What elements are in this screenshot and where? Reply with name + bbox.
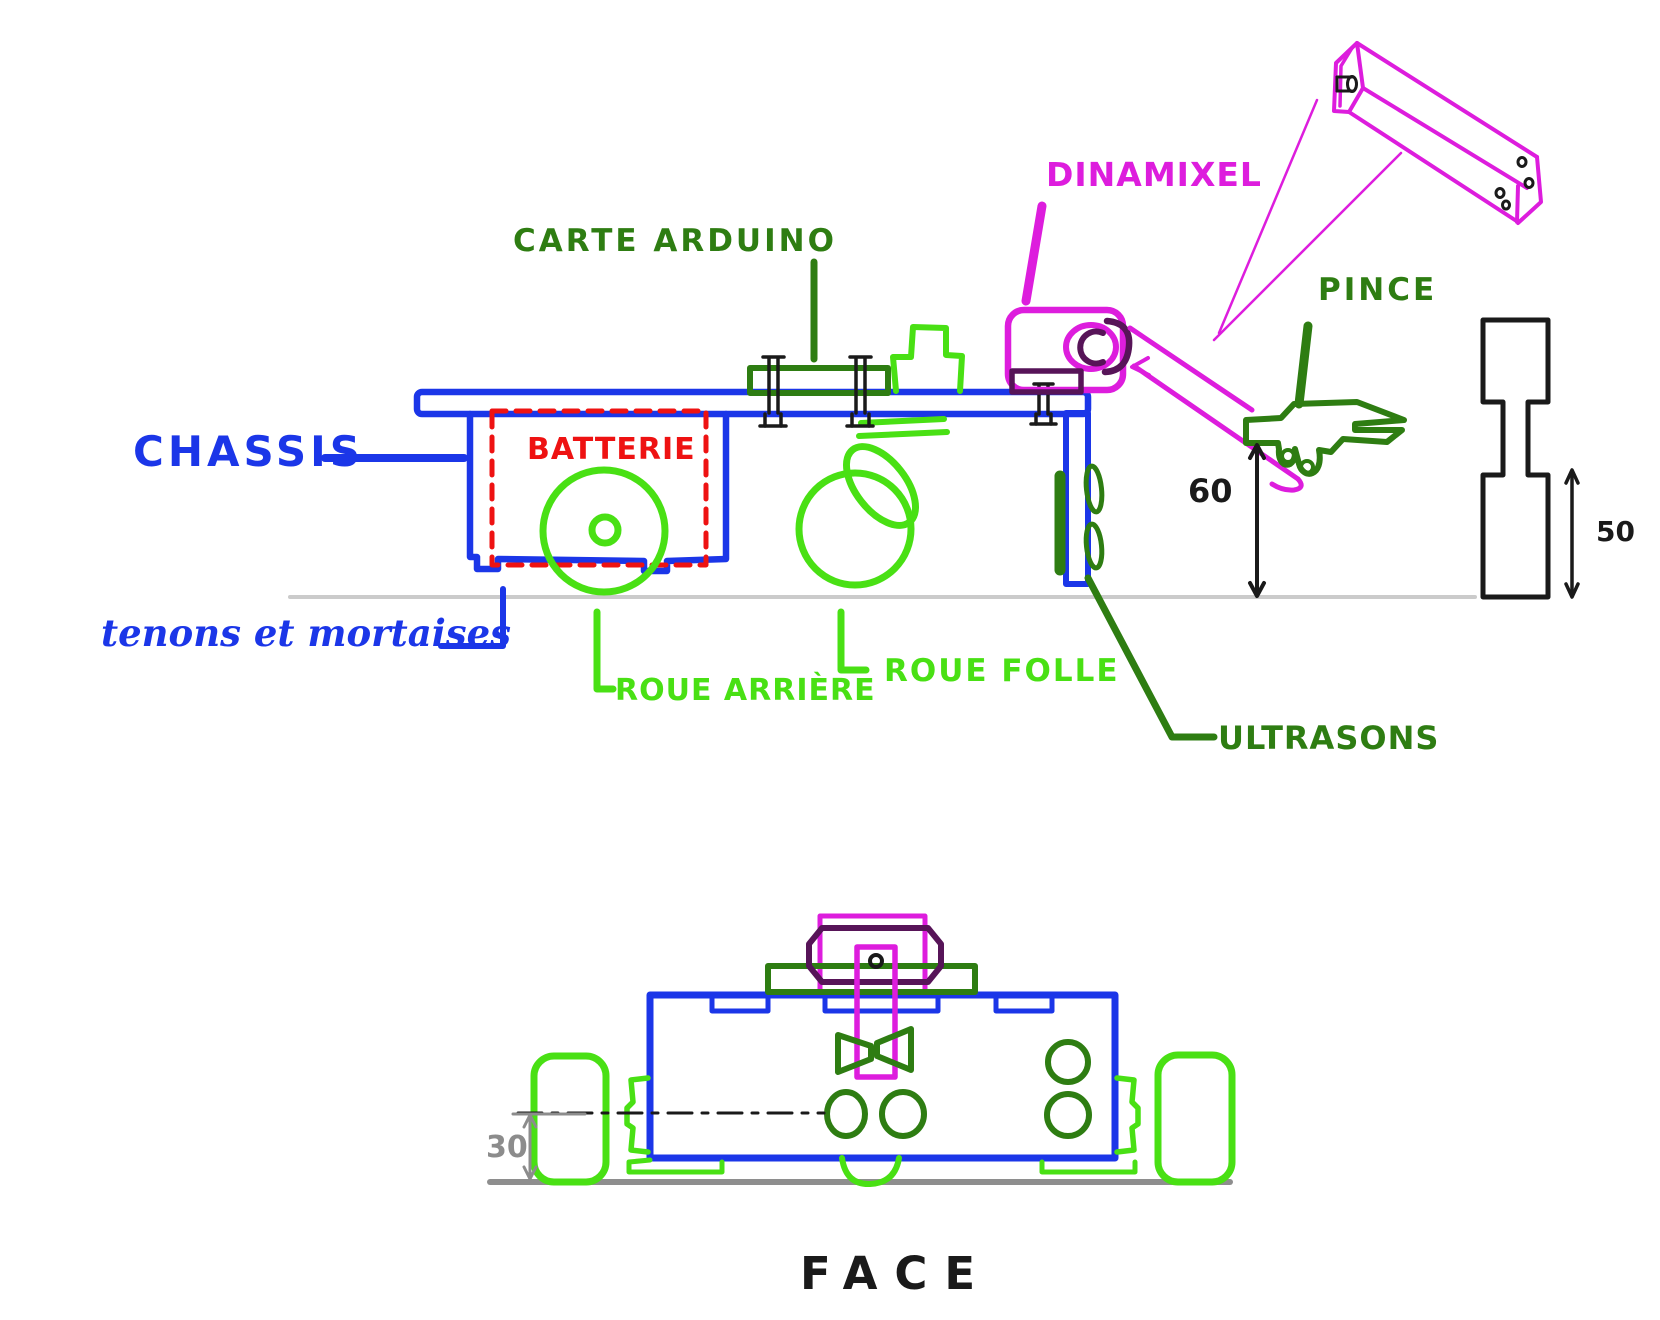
gripper-pivot-2 [1299, 459, 1315, 475]
label-tenons-mortaises: tenons et mortaises [101, 611, 511, 655]
arduino-board [747, 365, 891, 396]
face-transducer-1 [824, 1089, 868, 1139]
detail-callout-line-right [1212, 151, 1403, 342]
face-right-tire [1154, 1051, 1236, 1186]
dimension-50-value: 50 [1596, 515, 1635, 548]
face-transducer-2 [879, 1089, 927, 1139]
servo-bracket [1009, 368, 1084, 395]
face-caster-wheel [839, 1155, 902, 1188]
face-mortise-right [993, 995, 1055, 1014]
servo-horn-cup [1101, 317, 1133, 376]
dynamixel-servo [1004, 306, 1133, 395]
caster-fork [843, 443, 919, 529]
face-left-hub [624, 1075, 651, 1155]
face-servo-shaft [868, 953, 884, 969]
gripper-pivot-1 [1280, 448, 1296, 464]
gripper [1243, 399, 1407, 477]
beam-mid-edge [1361, 86, 1529, 190]
face-gripper-jaw-left [835, 1032, 874, 1075]
battery-label: BATTERIE [527, 432, 696, 467]
dimension-50: 50 [1564, 468, 1635, 599]
target-object [1480, 317, 1551, 600]
face-view-title: FACE [800, 1247, 992, 1300]
screw-set-arduino-right [845, 355, 875, 428]
servo-horn-ring [1063, 322, 1119, 372]
screw-set-arduino-left [758, 355, 788, 428]
ultrasonic-transducer-top [1083, 463, 1105, 515]
label-roue-folle: ROUE FOLLE [884, 653, 1120, 689]
face-gripper-jaw-right [874, 1026, 914, 1073]
face-left-tire [530, 1052, 610, 1186]
dimension-30: 30 [486, 1112, 587, 1181]
face-left-skid [626, 1157, 725, 1175]
face-transducer-4 [1045, 1039, 1091, 1085]
servo-arm [1127, 325, 1304, 493]
caster-wheel [795, 324, 965, 589]
dimension-60: 60 [1188, 443, 1266, 598]
beam-detail [1332, 41, 1543, 225]
caster-stem [890, 324, 965, 394]
beam-holes [1494, 156, 1535, 211]
face-mortise-center [822, 995, 941, 1014]
ultrasonic-transducer-bottom [1083, 521, 1105, 571]
beam-axle-cylinder [1335, 75, 1358, 93]
rear-wheel-tire [539, 466, 669, 596]
face-right-hub [1114, 1075, 1141, 1155]
beam-near-face [1332, 41, 1365, 114]
tenons-pointer-line [438, 586, 506, 649]
servo-arm-arrowhead [1130, 356, 1151, 377]
beam-top-edge [1355, 41, 1539, 159]
label-ultrasons: ULTRASONS [1218, 719, 1439, 757]
face-right-skid [1039, 1159, 1138, 1175]
roue-folle-pointer-line [837, 608, 870, 674]
face-view: 30 FACE [486, 913, 1236, 1300]
rear-wheel [539, 466, 669, 596]
detail-callout-line-left [1217, 98, 1319, 335]
dinamixel-pointer-line [1021, 201, 1047, 306]
side-view: BATTERIE [101, 41, 1635, 757]
gripper-outline [1243, 399, 1407, 477]
chassis-front-plate [1063, 410, 1091, 587]
servo-horn-inner [1077, 328, 1106, 367]
label-dinamixel: DINAMIXEL [1046, 155, 1262, 194]
ultrasons-pointer-line [1084, 574, 1218, 741]
pince-pointer-line [1294, 321, 1313, 409]
beam-near-face-inner [1338, 46, 1354, 108]
roue-arriere-pointer-line [593, 608, 617, 693]
label-chassis: CHASSIS [133, 427, 364, 476]
servo-arm-tip [1269, 476, 1304, 493]
dimension-30-value: 30 [486, 1130, 528, 1165]
beam-far-face [1515, 155, 1543, 225]
chassis-side-panel [466, 410, 730, 575]
caster-cap-bottom [856, 429, 950, 439]
face-mortise-left [709, 995, 771, 1014]
label-carte-arduino: CARTE ARDUINO [513, 223, 837, 259]
caster-cap-top [858, 416, 947, 426]
beam-bottom-edge [1347, 110, 1520, 224]
rear-wheel-hub [588, 513, 622, 547]
battery-box [489, 408, 709, 568]
label-roue-arriere: ROUE ARRIÈRE [615, 672, 876, 708]
ultrasonic-sensor [1054, 463, 1105, 576]
caster-wheel-tire [795, 469, 915, 589]
label-pince: PINCE [1318, 272, 1437, 308]
face-transducer-3 [1044, 1091, 1092, 1139]
face-gripper-mast [854, 944, 898, 1080]
face-servo-octagon [806, 925, 944, 985]
dimension-60-value: 60 [1188, 472, 1233, 510]
